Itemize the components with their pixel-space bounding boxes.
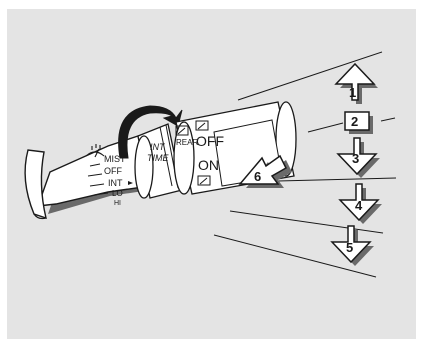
- label-rear-on: ON: [198, 157, 219, 173]
- label-int: INT: [108, 178, 123, 188]
- label-off: OFF: [104, 166, 122, 176]
- callout-1: 1: [336, 64, 378, 104]
- callout-4-label: 4: [355, 198, 363, 213]
- callout-5-label: 5: [346, 240, 353, 255]
- callout-2-label: 2: [351, 114, 358, 129]
- callout-2: 2: [345, 112, 373, 134]
- callout-5: 5: [332, 226, 374, 266]
- leader-line-2a: [308, 123, 343, 132]
- callout-4: 4: [340, 184, 382, 224]
- label-rear-off: OFF: [196, 133, 224, 149]
- wiper-stalk: MIST OFF INT LO HI: [25, 136, 150, 219]
- callout-1-label: 1: [349, 85, 356, 100]
- label-int-time-2: TIME: [147, 153, 169, 163]
- stalk-base: [25, 150, 46, 218]
- label-int-time-1: INT: [150, 142, 166, 152]
- callout-6-label: 6: [254, 169, 261, 184]
- callout-3-label: 3: [352, 151, 359, 166]
- leader-line-2b: [381, 118, 395, 121]
- label-lo: LO: [112, 189, 123, 198]
- stalk-arm: [38, 136, 150, 206]
- leader-line-3: [278, 178, 396, 181]
- rear-ring-face: [174, 122, 194, 194]
- callout-3: 3: [338, 138, 380, 178]
- label-hi: HI: [114, 200, 121, 207]
